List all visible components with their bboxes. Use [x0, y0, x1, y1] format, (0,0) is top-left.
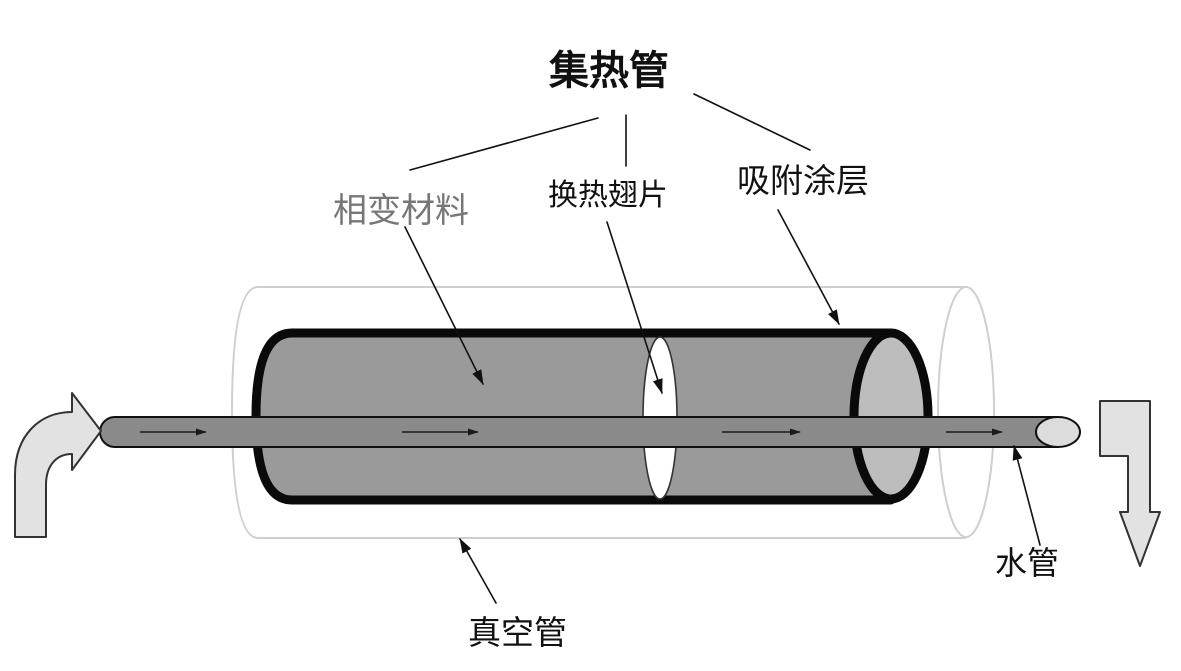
inlet-arrow-icon: [14, 392, 102, 538]
pointer-absorption-coating: [777, 209, 840, 325]
pointer-water-pipe: [1012, 445, 1041, 546]
label-phase-change-material: 相变材料: [333, 191, 469, 231]
pointer-phase-change-material: [404, 226, 484, 385]
vacuum-tube: [230, 286, 995, 539]
vacuum-tube-end: [937, 286, 995, 538]
diagram-title: 集热管: [548, 48, 669, 94]
water-pipe: [99, 416, 1081, 448]
vacuum-tube-body: [230, 286, 966, 539]
water-pipe-outlet-end: [1035, 416, 1081, 448]
label-vacuum-tube: 真空管: [468, 613, 567, 652]
title-branch-left: [409, 117, 599, 171]
label-heat-exchange-fin: 换热翅片: [548, 178, 668, 213]
water-pipe-body: [99, 416, 1059, 448]
label-absorption-coating: 吸附涂层: [737, 161, 869, 200]
outlet-arrow-icon: [1099, 400, 1161, 567]
pointer-vacuum-tube: [459, 538, 497, 604]
title-branch-right: [693, 93, 811, 151]
pointer-heat-exchange-fin: [606, 221, 663, 394]
label-water-pipe: 水管: [995, 544, 1059, 582]
